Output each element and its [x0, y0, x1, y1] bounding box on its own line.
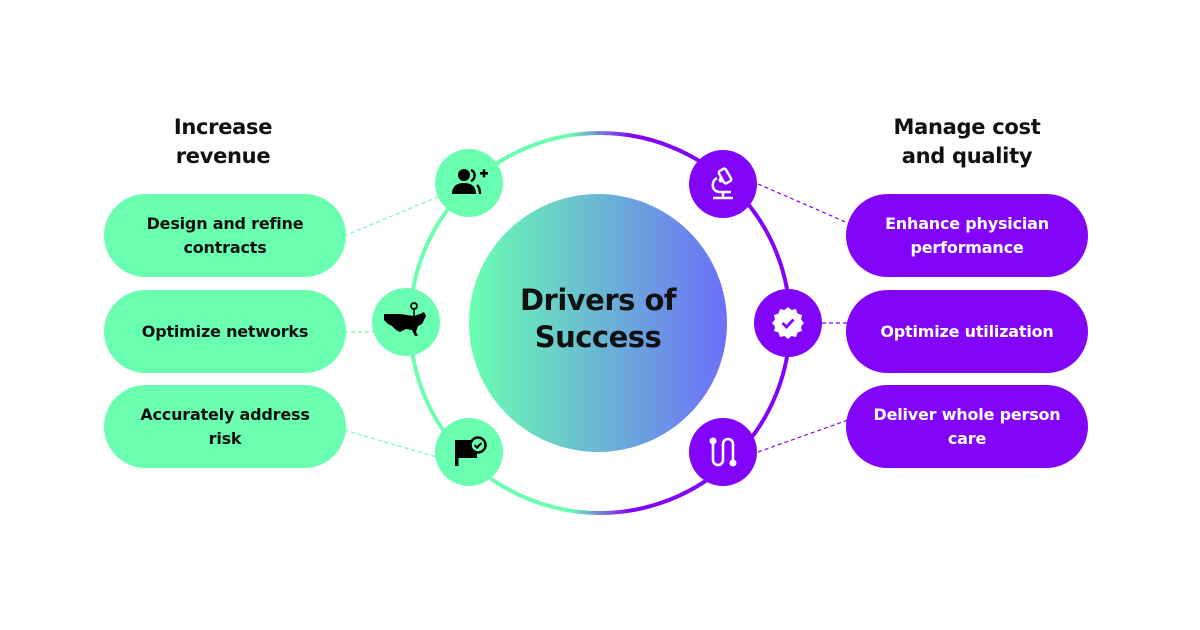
connector-left-3: [343, 429, 441, 459]
pill-label: Enhance physician performance: [885, 213, 1049, 257]
pill-label: Accurately address risk: [140, 404, 310, 448]
connector-right-3: [757, 419, 849, 453]
flag-check-icon: [455, 436, 487, 466]
add-user-icon: [452, 168, 488, 195]
center-title-line2: Success: [534, 320, 662, 354]
right-heading: Manage cost and quality: [847, 113, 1087, 171]
node-path-route: [689, 418, 757, 486]
left-heading-line1: Increase: [173, 115, 273, 139]
verified-badge-icon: [772, 307, 804, 339]
pill-optimize-networks: Optimize networks: [104, 290, 346, 373]
path-route-icon: [709, 437, 737, 467]
pill-label: Design and refine contracts: [146, 213, 304, 257]
pill-label: Deliver whole person care: [873, 404, 1061, 448]
pill-design-refine-contracts: Design and refine contracts: [104, 194, 346, 277]
node-microscope: [689, 150, 757, 218]
center-title: Drivers of Success: [470, 282, 726, 356]
pill-label: Optimize utilization: [880, 321, 1054, 341]
left-heading-line2: revenue: [175, 144, 271, 168]
microscope-icon: [711, 167, 733, 200]
left-heading: Increase revenue: [103, 113, 343, 171]
us-map-pin-icon: [384, 302, 426, 336]
connector-right-1: [757, 183, 849, 224]
node-us-map: [372, 288, 440, 356]
center-title-line1: Drivers of: [519, 283, 677, 317]
node-add-user: [435, 149, 503, 217]
node-verified-badge: [754, 289, 822, 357]
pill-enhance-physician-performance: Enhance physician performance: [846, 194, 1088, 277]
pill-optimize-utilization: Optimize utilization: [846, 290, 1088, 373]
pill-label: Optimize networks: [141, 321, 309, 341]
node-flag-check: [435, 418, 503, 486]
right-heading-line1: Manage cost: [893, 115, 1041, 139]
center-circle: [469, 194, 727, 452]
connector-left-1: [343, 195, 441, 237]
pill-deliver-whole-person-care: Deliver whole person care: [846, 385, 1088, 468]
pill-accurately-address-risk: Accurately address risk: [104, 385, 346, 468]
right-heading-line2: and quality: [901, 144, 1033, 168]
